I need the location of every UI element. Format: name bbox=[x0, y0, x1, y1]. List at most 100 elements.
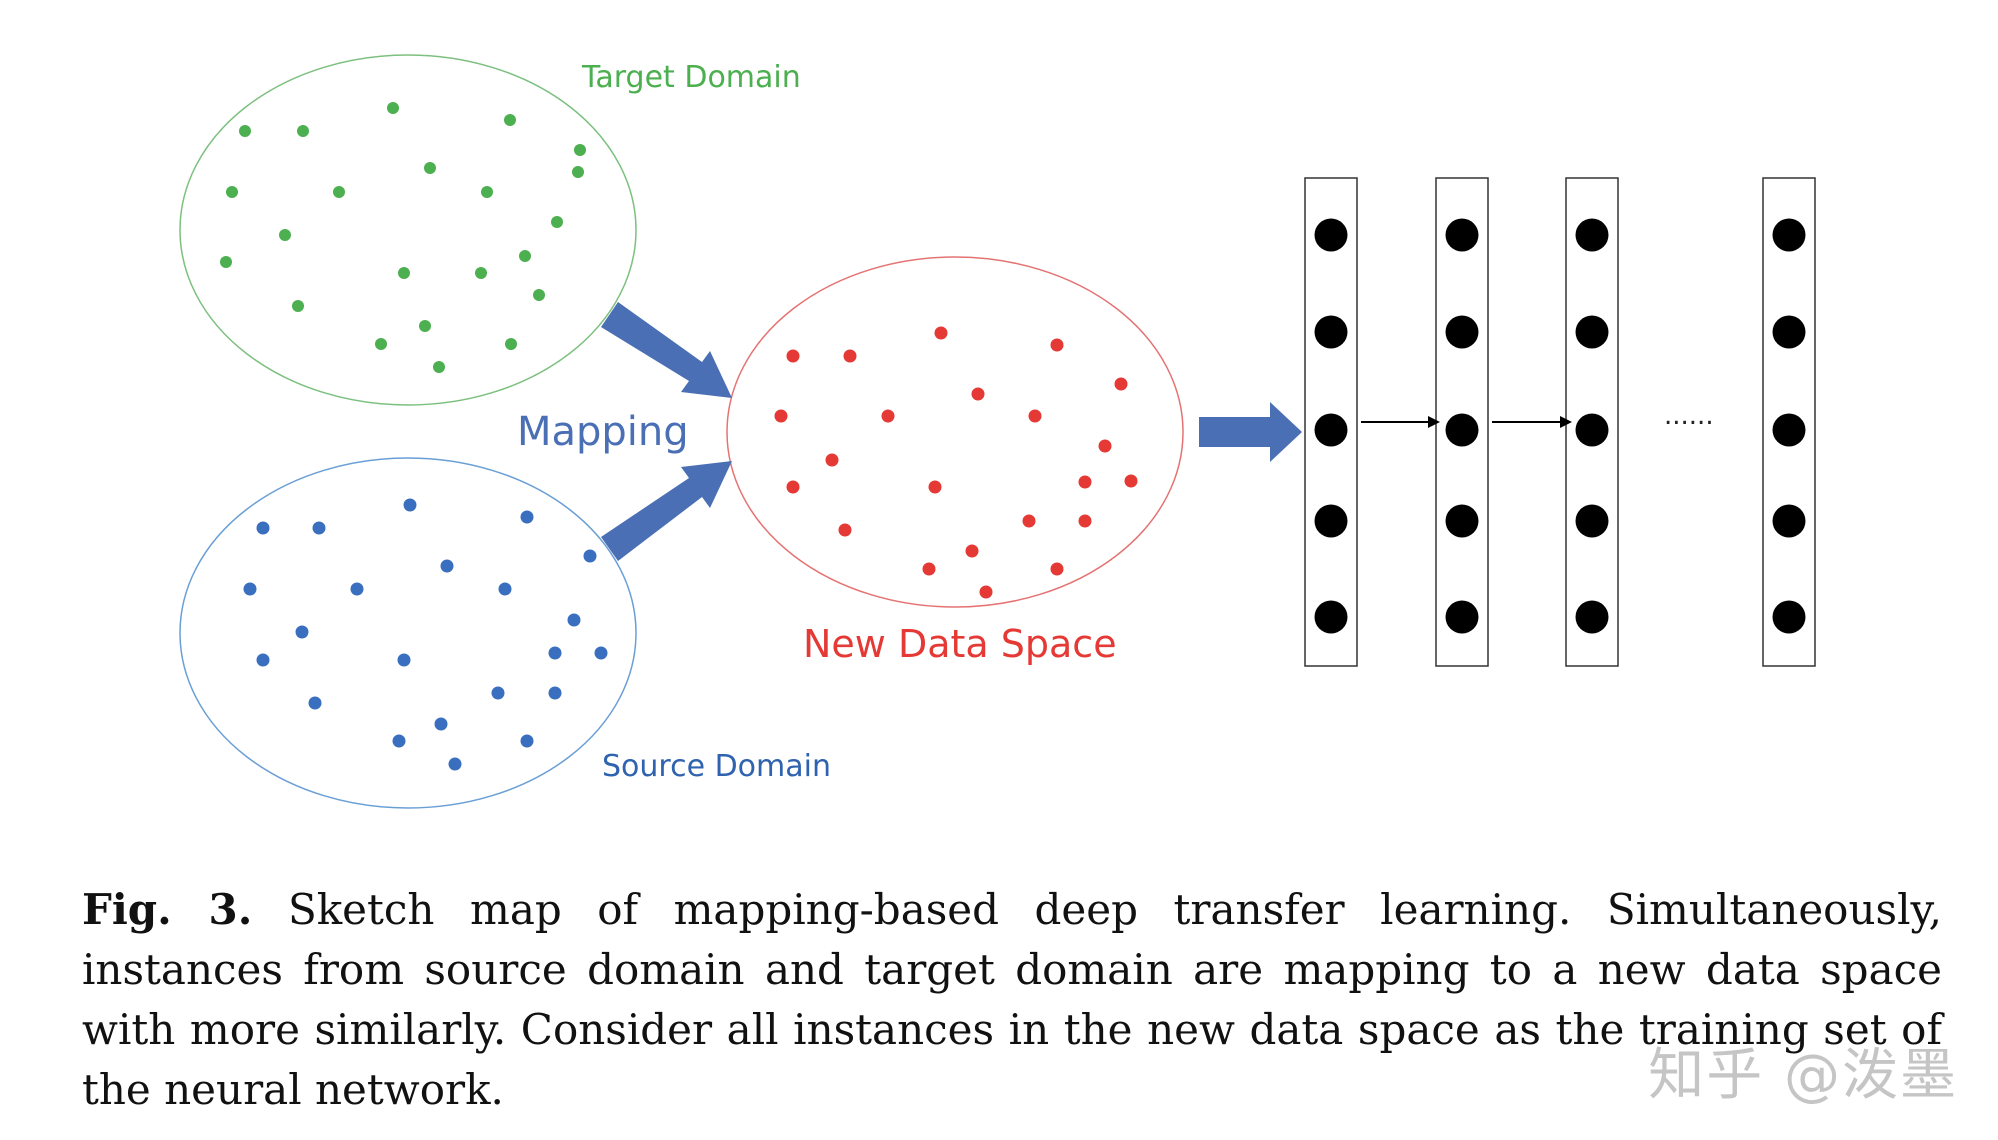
network-node bbox=[1314, 413, 1348, 447]
figure-number: Fig. 3. bbox=[82, 885, 253, 934]
new-space-point bbox=[838, 523, 852, 537]
source-point bbox=[243, 582, 257, 596]
caption-text: Sketch map of mapping-based deep transfe… bbox=[82, 885, 1943, 1114]
new-space-point bbox=[786, 480, 800, 494]
to-network-arrow bbox=[1199, 402, 1302, 462]
target-point bbox=[519, 250, 531, 262]
target-point bbox=[375, 338, 387, 350]
new-space-point bbox=[825, 453, 839, 467]
target-point bbox=[297, 125, 309, 137]
target-point bbox=[333, 186, 345, 198]
source-point bbox=[312, 521, 326, 535]
new-space-point bbox=[881, 409, 895, 423]
target-point bbox=[481, 186, 493, 198]
network-node bbox=[1772, 504, 1806, 538]
target-point bbox=[475, 267, 487, 279]
target-point bbox=[419, 320, 431, 332]
new-space-point bbox=[965, 544, 979, 558]
target-point bbox=[504, 114, 516, 126]
mapping-label: Mapping bbox=[517, 409, 689, 455]
source-point bbox=[491, 686, 505, 700]
network-node bbox=[1445, 315, 1479, 349]
mapping-arrow-from-source bbox=[601, 461, 732, 561]
network-node bbox=[1772, 218, 1806, 252]
new-space-point bbox=[1078, 514, 1092, 528]
source-point bbox=[567, 613, 581, 627]
source-point bbox=[583, 549, 597, 563]
target-point bbox=[533, 289, 545, 301]
target-point bbox=[292, 300, 304, 312]
source-point bbox=[308, 696, 322, 710]
target-point bbox=[433, 361, 445, 373]
target-domain-points bbox=[220, 102, 586, 373]
target-point bbox=[220, 256, 232, 268]
target-point bbox=[551, 216, 563, 228]
network-node bbox=[1575, 600, 1609, 634]
source-point bbox=[548, 686, 562, 700]
new-data-space-ellipse bbox=[726, 256, 1184, 608]
target-point bbox=[424, 162, 436, 174]
network-node bbox=[1314, 600, 1348, 634]
layer-ellipsis: ...... bbox=[1664, 401, 1714, 431]
source-point bbox=[256, 521, 270, 535]
new-space-point bbox=[1028, 409, 1042, 423]
new-space-point bbox=[786, 349, 800, 363]
source-point bbox=[434, 717, 448, 731]
source-point bbox=[520, 734, 534, 748]
new-space-point bbox=[843, 349, 857, 363]
network-node bbox=[1772, 600, 1806, 634]
source-point bbox=[350, 582, 364, 596]
source-point bbox=[520, 510, 534, 524]
network-layer bbox=[1304, 177, 1358, 667]
new-space-point bbox=[1114, 377, 1128, 391]
source-point bbox=[498, 582, 512, 596]
network-node bbox=[1575, 218, 1609, 252]
new-space-point bbox=[1078, 475, 1092, 489]
new-space-point bbox=[1022, 514, 1036, 528]
new-space-point bbox=[1050, 562, 1064, 576]
target-domain-label: Target Domain bbox=[581, 60, 801, 95]
figure-caption: Fig. 3. Sketch map of mapping-based deep… bbox=[82, 880, 1942, 1120]
target-point bbox=[574, 144, 586, 156]
source-point bbox=[448, 757, 462, 771]
network-node bbox=[1772, 315, 1806, 349]
new-space-point bbox=[922, 562, 936, 576]
target-point bbox=[398, 267, 410, 279]
network-node bbox=[1772, 413, 1806, 447]
watermark: 知乎 @泼墨 bbox=[1648, 1043, 1958, 1108]
new-data-space-label: New Data Space bbox=[803, 622, 1117, 666]
target-point bbox=[505, 338, 517, 350]
new-space-point bbox=[1050, 338, 1064, 352]
network-node bbox=[1445, 413, 1479, 447]
new-space-point bbox=[774, 409, 788, 423]
network-node bbox=[1314, 504, 1348, 538]
source-point bbox=[397, 653, 411, 667]
source-domain-label: Source Domain bbox=[602, 749, 831, 784]
network-node bbox=[1575, 504, 1609, 538]
source-point bbox=[403, 498, 417, 512]
network-layer bbox=[1762, 177, 1816, 667]
network-node bbox=[1314, 315, 1348, 349]
source-domain-points bbox=[243, 498, 608, 771]
target-point bbox=[226, 186, 238, 198]
source-point bbox=[256, 653, 270, 667]
new-space-point bbox=[979, 585, 993, 599]
network-node bbox=[1575, 413, 1609, 447]
source-point bbox=[548, 646, 562, 660]
source-point bbox=[440, 559, 454, 573]
target-point bbox=[387, 102, 399, 114]
target-point bbox=[239, 125, 251, 137]
new-data-space-points bbox=[774, 326, 1138, 599]
network-node bbox=[1445, 504, 1479, 538]
network-node bbox=[1445, 218, 1479, 252]
new-space-point bbox=[928, 480, 942, 494]
source-point bbox=[295, 625, 309, 639]
new-space-point bbox=[971, 387, 985, 401]
new-space-point bbox=[934, 326, 948, 340]
target-point bbox=[572, 166, 584, 178]
network-node bbox=[1445, 600, 1479, 634]
source-domain-ellipse bbox=[179, 457, 637, 809]
new-space-point bbox=[1124, 474, 1138, 488]
transfer-learning-diagram: Target Domain Source Domain New Data Spa… bbox=[179, 54, 1816, 809]
network-node bbox=[1575, 315, 1609, 349]
